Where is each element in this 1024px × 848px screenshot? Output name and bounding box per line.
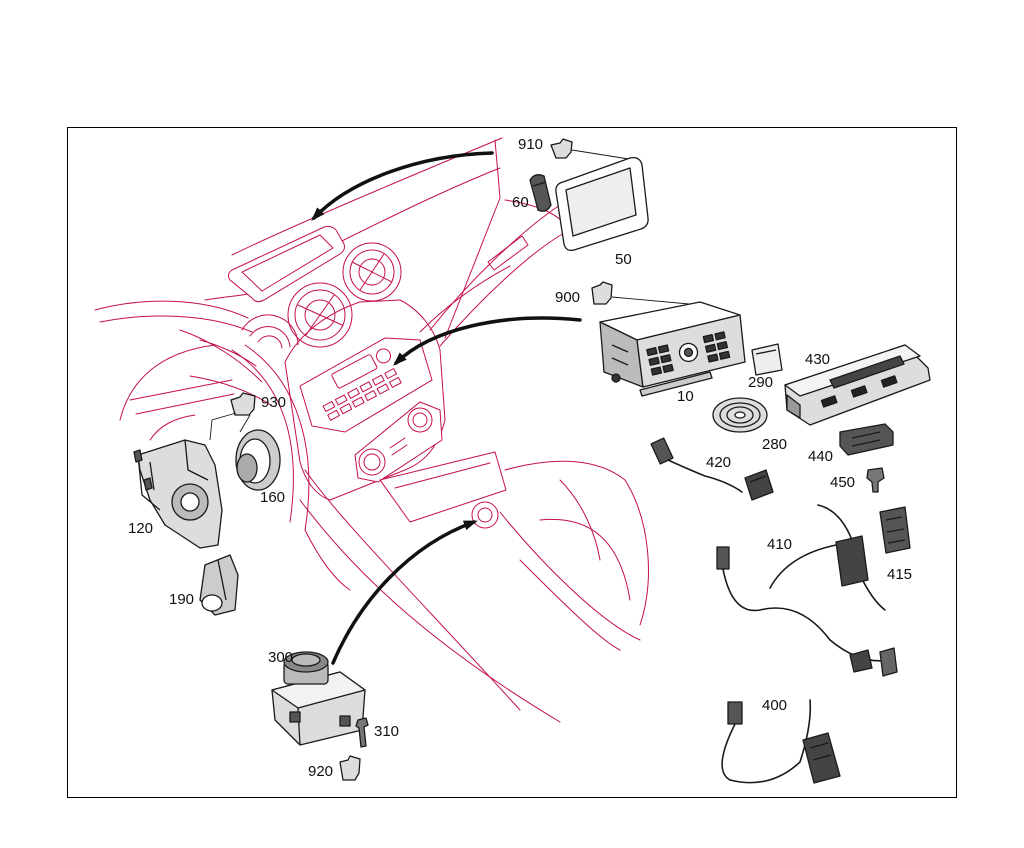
callouts: 910 60 50 900 10 290 430 280 440 420 450… <box>128 136 912 780</box>
part-120-speaker-housing <box>133 439 223 549</box>
part-420-cable <box>650 437 774 501</box>
callout-190[interactable]: 190 <box>169 591 194 608</box>
part-10-radio-unit <box>599 301 746 397</box>
part-300-controller <box>271 651 366 746</box>
part-400-cable <box>721 699 841 784</box>
part-440-connector <box>839 423 894 456</box>
dash-vent-left <box>241 314 299 349</box>
part-900-clip <box>591 281 701 306</box>
callout-300[interactable]: 300 <box>268 649 293 666</box>
dash-vent-middle <box>287 282 353 348</box>
dash-door-handle <box>487 235 529 271</box>
callout-415[interactable]: 415 <box>887 566 912 583</box>
callout-910[interactable]: 910 <box>518 136 543 153</box>
part-930-clip <box>209 392 256 441</box>
part-50-display <box>555 157 649 252</box>
part-280-cd <box>712 397 768 433</box>
part-60-plug <box>529 174 552 212</box>
dash-controller-knob <box>471 501 499 529</box>
part-190-duct <box>199 554 239 616</box>
callout-310[interactable]: 310 <box>374 723 399 740</box>
callout-430[interactable]: 430 <box>805 351 830 368</box>
part-430-usb-panel <box>784 344 931 426</box>
callout-290[interactable]: 290 <box>748 374 773 391</box>
callout-420[interactable]: 420 <box>706 454 731 471</box>
callout-400[interactable]: 400 <box>762 697 787 714</box>
callout-50[interactable]: 50 <box>615 251 632 268</box>
callout-920[interactable]: 920 <box>308 763 333 780</box>
arrow-to-radio <box>393 316 582 366</box>
arrow-to-dash-display <box>311 151 494 221</box>
callout-120[interactable]: 120 <box>128 520 153 537</box>
callout-160[interactable]: 160 <box>260 489 285 506</box>
part-415-block <box>879 506 911 554</box>
arrow-to-controller <box>331 520 478 665</box>
part-310-screw <box>355 717 369 748</box>
diagram-frame <box>67 127 957 798</box>
part-290-memory-card <box>751 343 783 376</box>
part-450-clip <box>866 467 885 493</box>
callout-10[interactable]: 10 <box>677 388 694 405</box>
dash-vent-right <box>342 242 402 302</box>
callout-450[interactable]: 450 <box>830 474 855 491</box>
callout-900[interactable]: 900 <box>555 289 580 306</box>
callout-280[interactable]: 280 <box>762 436 787 453</box>
part-920-clip <box>339 755 361 781</box>
dash-climate-panel <box>354 401 443 483</box>
part-410-harness <box>716 504 898 677</box>
callout-440[interactable]: 440 <box>808 448 833 465</box>
dash-display <box>227 225 345 303</box>
callout-410[interactable]: 410 <box>767 536 792 553</box>
part-160-ring <box>235 429 281 491</box>
part-910-clip <box>550 138 636 161</box>
callout-930[interactable]: 930 <box>261 394 286 411</box>
callout-60[interactable]: 60 <box>512 194 529 211</box>
